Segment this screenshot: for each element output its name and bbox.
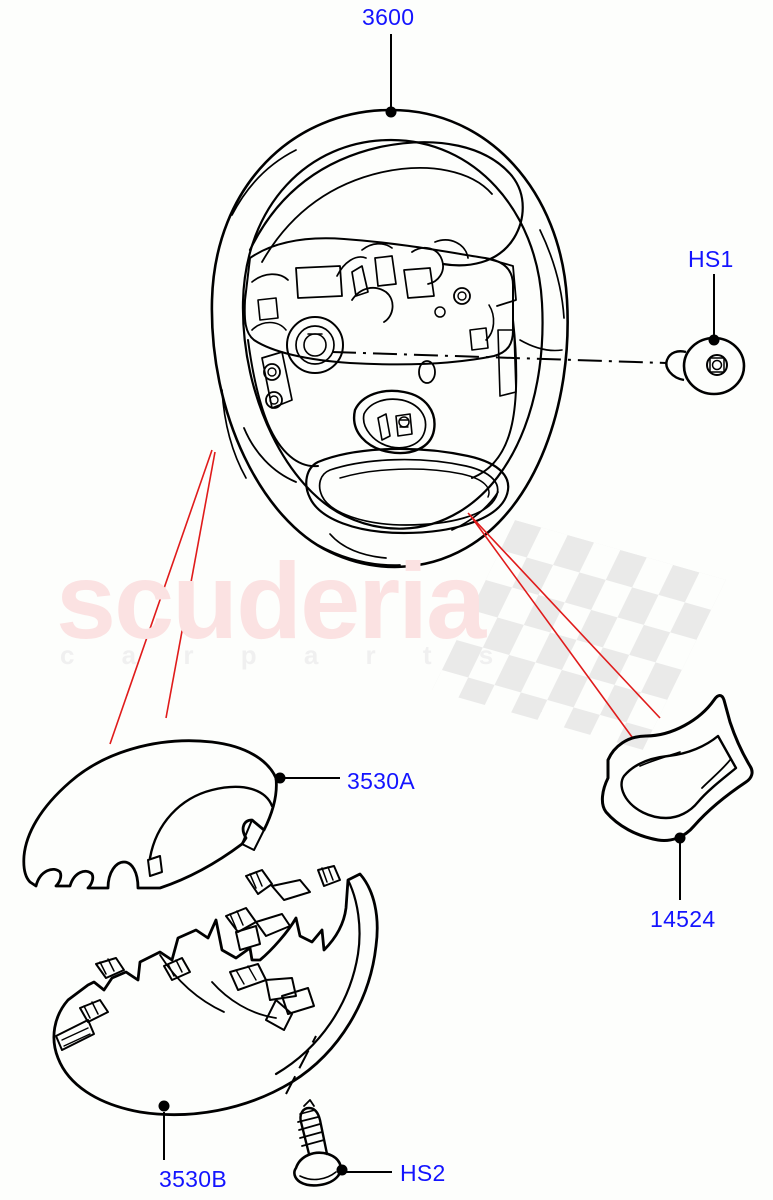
steering-wheel-part xyxy=(210,108,569,569)
upper-shroud-part xyxy=(22,739,278,890)
part-label-3530a[interactable]: 3530A xyxy=(347,768,416,794)
bezel-trim-part xyxy=(600,694,754,842)
leader-hs1 xyxy=(708,274,720,346)
part-label-14524[interactable]: 14524 xyxy=(650,906,716,932)
leader-14524 xyxy=(674,832,686,900)
leader-3530a xyxy=(274,772,340,784)
checkered-flag-watermark xyxy=(432,520,726,750)
part-label-3600[interactable]: 3600 xyxy=(362,4,415,30)
shroud-screw-part xyxy=(293,1099,342,1187)
lower-shroud-part xyxy=(52,865,379,1117)
leader-hs2 xyxy=(285,1035,392,1176)
part-label-hs2[interactable]: HS2 xyxy=(400,1160,446,1186)
part-label-hs1[interactable]: HS1 xyxy=(688,246,734,272)
steering-wheel-bolt-part xyxy=(665,336,746,396)
assembly-leader-lines xyxy=(109,449,661,745)
leader-3600 xyxy=(385,34,397,118)
part-label-3530b[interactable]: 3530B xyxy=(159,1166,228,1192)
bolt-axis-centerline xyxy=(331,351,667,364)
leader-3530b xyxy=(158,1100,170,1160)
